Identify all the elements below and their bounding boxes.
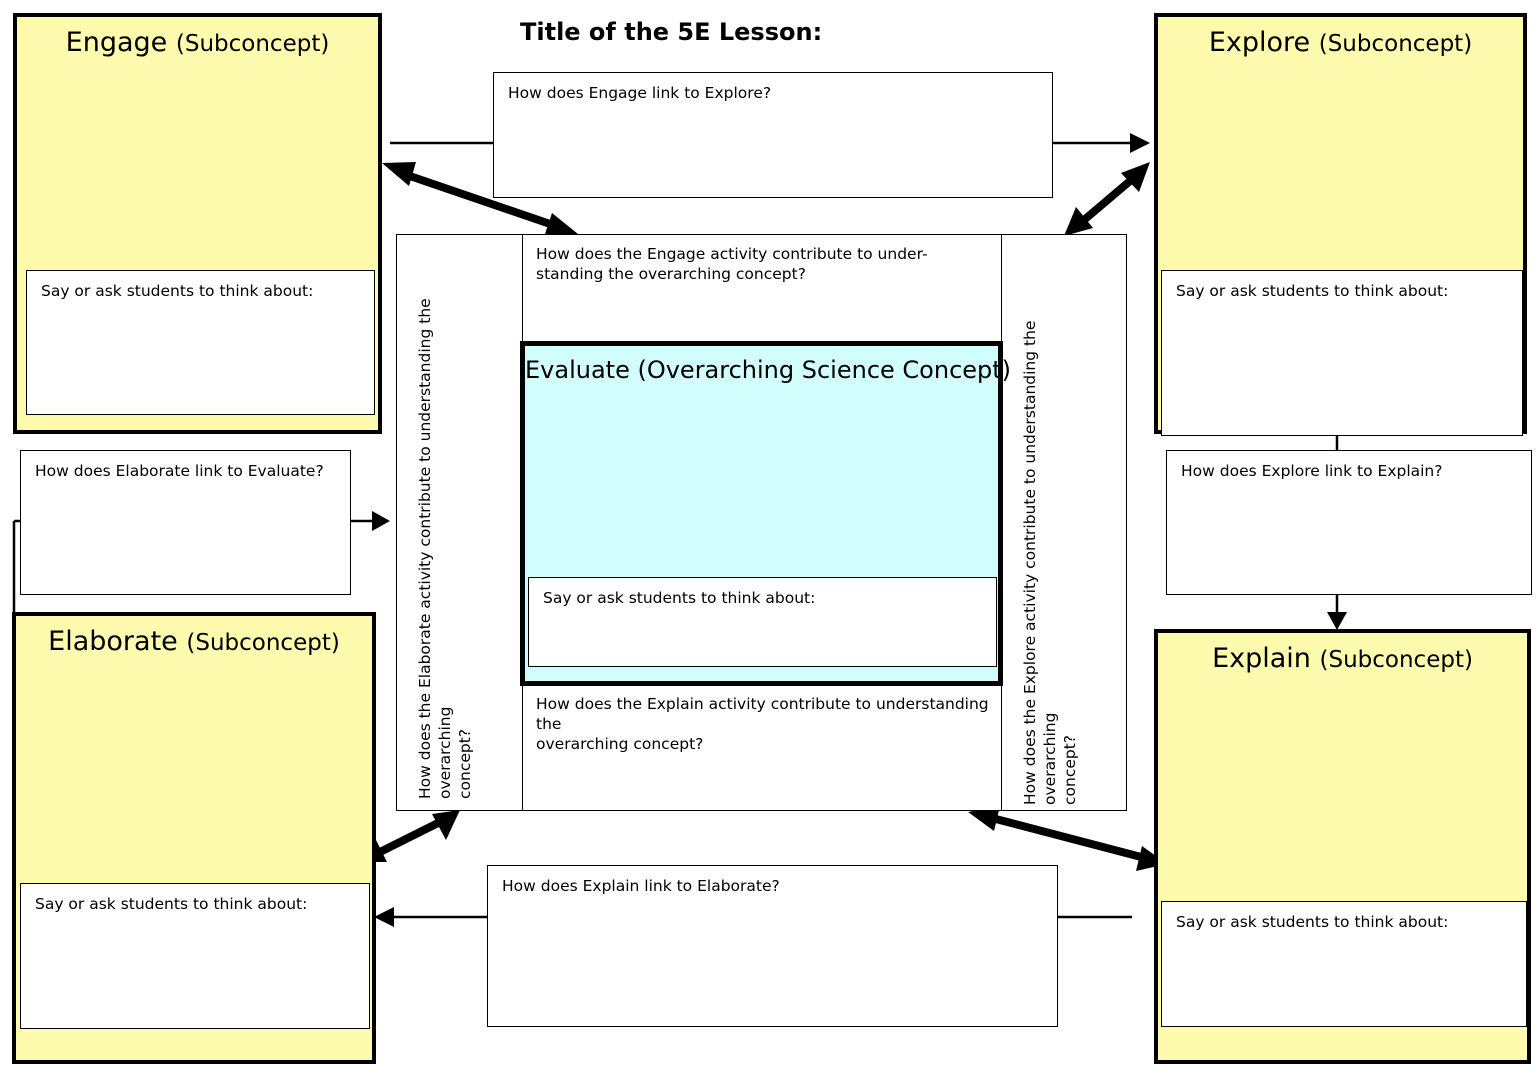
explore-think-prompt: Say or ask students to think about: [1176, 282, 1449, 300]
elaborate-contribution-text: How does the Elaborate activity contribu… [415, 239, 475, 799]
explore-contribution-box[interactable]: How does the Explore activity contribute… [1001, 234, 1127, 811]
explain-think-box[interactable]: Say or ask students to think about: [1161, 901, 1527, 1027]
arrowhead-engage-out [382, 162, 416, 186]
arrowhead-to-elaborate [374, 907, 394, 927]
arrowhead-to-evaluate [372, 511, 390, 531]
arrowhead-explore-out [1121, 162, 1150, 192]
lesson-title: Title of the 5E Lesson: [520, 18, 823, 46]
explain-contribution-text: How does the Explain activity contribute… [536, 694, 990, 754]
explore-explain-link-box[interactable]: How does Explore link to Explain? [1166, 450, 1532, 595]
explain-title: Explain (Subconcept) [1158, 643, 1527, 674]
engage-contribution-box[interactable]: How does the Engage activity contribute … [522, 236, 1000, 340]
explain-think-prompt: Say or ask students to think about: [1176, 913, 1449, 931]
elaborate-evaluate-link-box[interactable]: How does Elaborate link to Evaluate? [20, 450, 351, 595]
arrowhead-to-explain [1327, 612, 1347, 630]
arrowhead-to-explore [1130, 133, 1150, 153]
explain-phase-box: Explain (Subconcept) Say or ask students… [1154, 629, 1531, 1064]
evaluate-title: Evaluate (Overarching Science Concept) [525, 356, 1012, 384]
elaborate-evaluate-link-prompt: How does Elaborate link to Evaluate? [35, 462, 324, 480]
elaborate-think-prompt: Say or ask students to think about: [35, 895, 308, 913]
explain-contribution-line2: overarching concept? [536, 735, 704, 753]
evaluate-think-box[interactable]: Say or ask students to think about: [528, 577, 997, 667]
engage-think-box[interactable]: Say or ask students to think about: [26, 270, 375, 415]
evaluate-think-prompt: Say or ask students to think about: [543, 589, 816, 607]
explore-title: Explore (Subconcept) [1158, 27, 1523, 58]
explore-contribution-line1: How does the Explore activity contribute… [1021, 320, 1059, 805]
engage-explore-link-box[interactable]: How does Engage link to Explore? [493, 72, 1053, 198]
elaborate-title: Elaborate (Subconcept) [16, 626, 372, 657]
engage-explore-link-prompt: How does Engage link to Explore? [508, 84, 772, 102]
explore-contribution-line2: concept? [1061, 734, 1079, 805]
elaborate-contribution-box[interactable]: How does the Elaborate activity contribu… [396, 234, 523, 811]
explore-explain-link-prompt: How does Explore link to Explain? [1181, 462, 1443, 480]
engage-think-prompt: Say or ask students to think about: [41, 282, 314, 300]
engage-label: Engage [65, 27, 168, 58]
explore-label: Explore [1208, 27, 1311, 58]
engage-contribution-text: How does the Engage activity contribute … [536, 244, 990, 284]
engage-contribution-line1: How does the Engage activity contribute … [536, 245, 928, 263]
explain-subconcept: (Subconcept) [1319, 647, 1473, 673]
explain-label: Explain [1212, 643, 1311, 674]
engage-title: Engage (Subconcept) [17, 27, 378, 58]
explore-subconcept: (Subconcept) [1318, 31, 1473, 57]
engage-phase-box: Engage (Subconcept) Say or ask students … [13, 13, 382, 434]
explore-phase-box: Explore (Subconcept) Say or ask students… [1154, 13, 1527, 436]
explore-think-box[interactable]: Say or ask students to think about: [1161, 270, 1523, 436]
explain-contribution-box[interactable]: How does the Explain activity contribute… [522, 686, 1000, 808]
arrowhead-elaborate-in [432, 810, 460, 840]
elaborate-subconcept: (Subconcept) [186, 630, 340, 656]
engage-contribution-line2: standing the overarching concept? [536, 265, 806, 283]
explain-elaborate-link-prompt: How does Explain link to Elaborate? [502, 877, 780, 895]
explain-contribution-line1: How does the Explain activity contribute… [536, 695, 989, 733]
elaborate-label: Elaborate [48, 626, 178, 657]
evaluate-box: Evaluate (Overarching Science Concept) S… [520, 341, 1012, 686]
elaborate-contribution-line1: How does the Elaborate activity contribu… [416, 298, 454, 799]
elaborate-contribution-line2: concept? [456, 728, 474, 799]
explore-contribution-text: How does the Explore activity contribute… [1020, 245, 1080, 805]
elaborate-think-box[interactable]: Say or ask students to think about: [20, 883, 370, 1029]
engage-subconcept: (Subconcept) [175, 31, 330, 57]
elaborate-phase-box: Elaborate (Subconcept) Say or ask studen… [12, 612, 376, 1064]
explain-elaborate-link-box[interactable]: How does Explain link to Elaborate? [487, 865, 1058, 1027]
arrowhead-explore-in [1064, 207, 1093, 236]
